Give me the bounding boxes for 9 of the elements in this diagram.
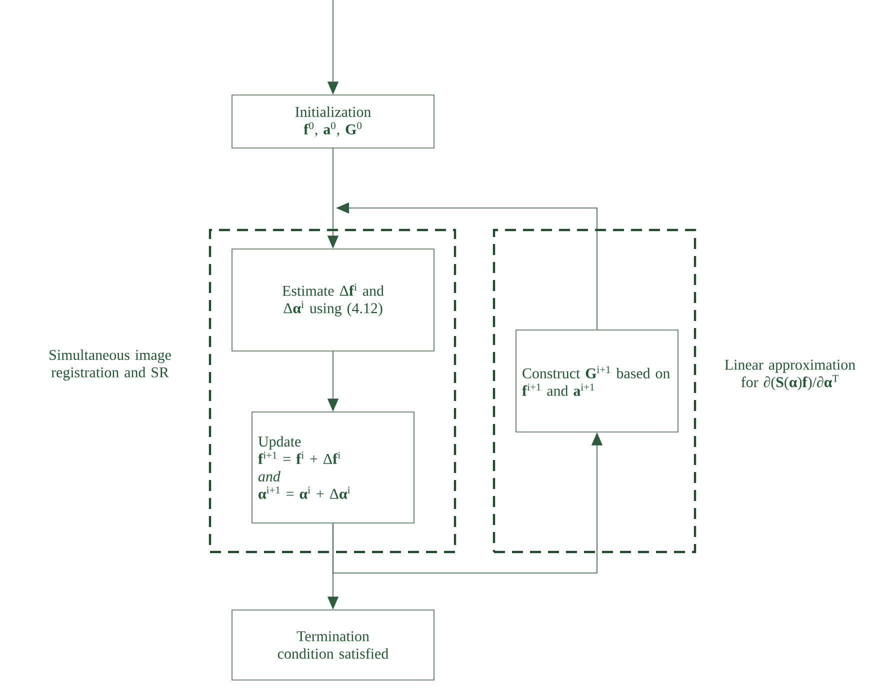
dashed-group-box	[492, 228, 696, 554]
process-box: Initialization f$^{0}$, a$^{0}$, G$^{0}$	[232, 94, 434, 148]
process-box: Update f$^{i+1}$ = f$^{i}$ + Δf$^{i}$ and α$^{i+1}$ = α$^{i}$ + Δα$^{i}$	[252, 412, 414, 524]
group-label: Simultaneous image registration and SR	[50, 350, 171, 380]
process-box: Estimate Δf$^{i}$ and Δα$^{i}$ using (4.12)	[232, 248, 434, 352]
process-box: Construct G$^{i+1}$ based on f$^{i+1}$ and a$^{i+1}$	[516, 330, 678, 432]
process-box: Termination condition satisfied	[232, 610, 434, 680]
dashed-group-box	[208, 228, 456, 554]
group-label: Linear approximation for ∂(S(α)f)/∂α$^{T}$	[724, 360, 856, 390]
